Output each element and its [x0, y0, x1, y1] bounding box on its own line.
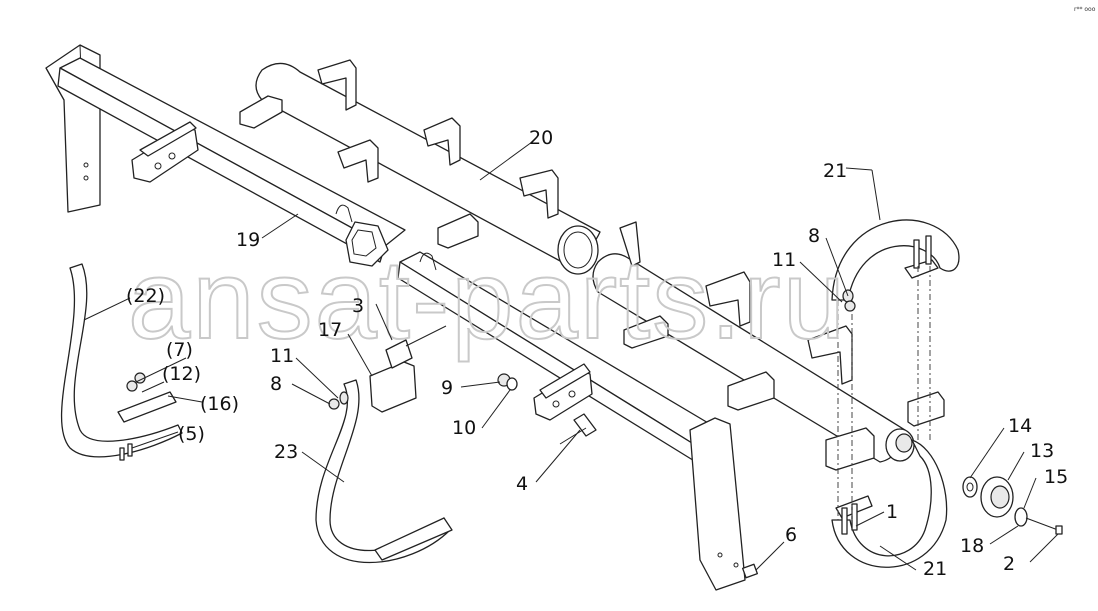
- main-beam-19: [57, 57, 406, 267]
- spring-tine-23: [315, 379, 453, 563]
- callout-11-upper: 11: [772, 249, 796, 271]
- bracket-17: [369, 325, 447, 413]
- callout-14: 14: [1008, 415, 1032, 437]
- callout-13: 13: [1030, 440, 1054, 462]
- callout-leaders: [83, 141, 1059, 571]
- hub-assembly: [962, 476, 1063, 535]
- spring-tine-21-upper: [831, 219, 960, 301]
- beam-mount-bracket-left: [131, 121, 199, 183]
- callout-21-lower: 21: [923, 558, 947, 580]
- callout-17: 17: [318, 319, 342, 341]
- callout-7: (7): [166, 339, 193, 361]
- callout-9: 9: [441, 377, 453, 399]
- callout-11-left: 11: [270, 345, 294, 367]
- watermark-text: ansat-parts.ru: [128, 237, 847, 362]
- frame-right-upright: [689, 417, 746, 591]
- assembly-guide-lines: [837, 266, 931, 520]
- callout-4: 4: [516, 473, 528, 495]
- callout-22: (22): [126, 285, 165, 307]
- callout-15: 15: [1044, 466, 1068, 488]
- bolt-6: [742, 563, 758, 579]
- callout-18: 18: [960, 535, 984, 557]
- callout-20: 20: [529, 127, 553, 149]
- callout-1: 1: [886, 501, 898, 523]
- nut-washer-center-left: [328, 391, 349, 410]
- callout-8-left: 8: [270, 373, 282, 395]
- callout-5: (5): [178, 423, 205, 445]
- round-tube-20: [239, 59, 601, 275]
- callout-19: 19: [236, 229, 260, 251]
- callout-8-upper: 8: [808, 225, 820, 247]
- spring-tine-22-left: [60, 263, 183, 461]
- callout-21-upper: 21: [823, 160, 847, 182]
- nut-9-washer-10: [497, 373, 518, 391]
- callout-16: (16): [200, 393, 239, 415]
- corner-reference-code: r** ooo: [1074, 6, 1096, 13]
- callout-12: (12): [162, 363, 201, 385]
- callout-3: 3: [352, 295, 364, 317]
- callout-2: 2: [1003, 553, 1015, 575]
- callout-23: 23: [274, 441, 298, 463]
- beam-mount-bracket-center: [533, 363, 593, 421]
- bolt-4: [559, 413, 597, 445]
- spring-tine-21-lower: [831, 439, 948, 568]
- callout-10: 10: [452, 417, 476, 439]
- callout-6: 6: [785, 524, 797, 546]
